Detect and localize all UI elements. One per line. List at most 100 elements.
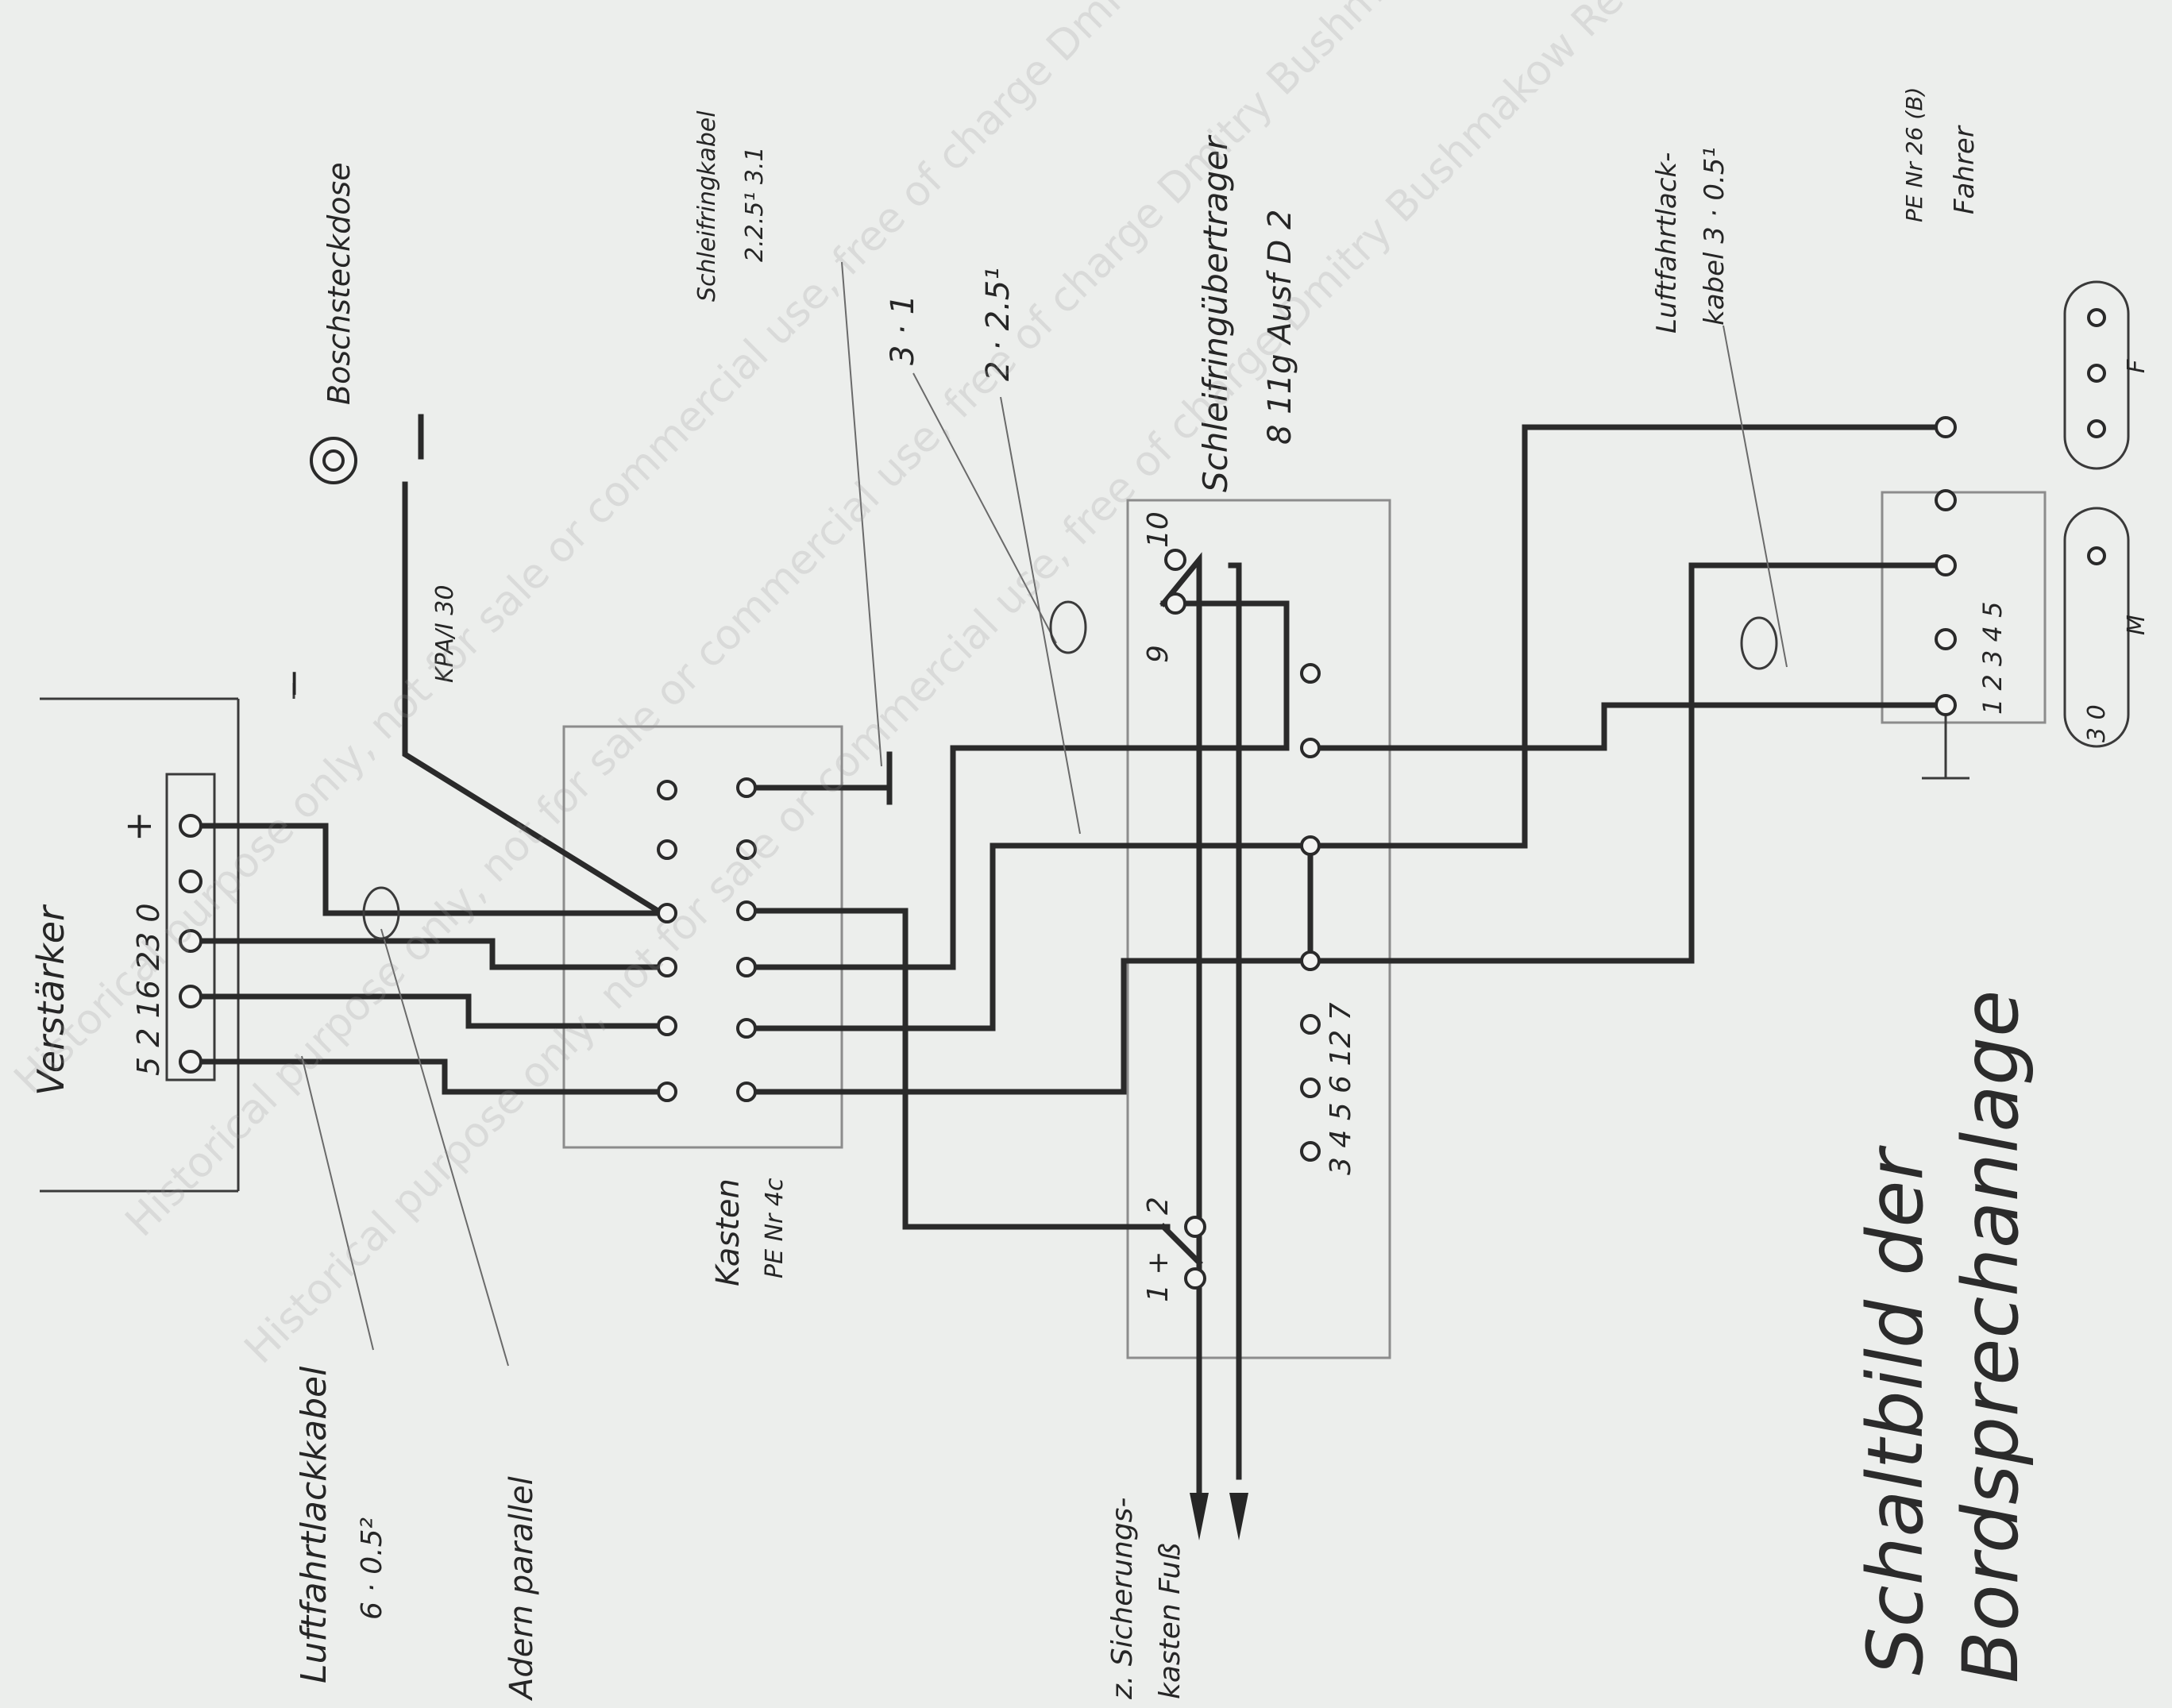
amp-terminal-plus: [179, 814, 203, 838]
plug-m-pin-1: [2087, 546, 2106, 565]
kasten-terminal-l6: [657, 1081, 677, 1102]
plug-f-pin-2: [2087, 364, 2106, 383]
wire-amp-1: [187, 823, 670, 916]
wire-k1-c: [1159, 1223, 1203, 1267]
kasten-terminal-l4: [657, 957, 677, 977]
label-terminal-10: 10: [1142, 511, 1175, 548]
wire-down-1: [1159, 552, 1202, 1305]
label-terminal-1: 1 +: [1142, 1251, 1175, 1302]
leader-luftfahrt-left: [301, 1055, 374, 1351]
kasten-terminal-r2: [736, 839, 757, 860]
kasten-terminal-r5: [736, 1018, 757, 1039]
title-line-2: Bordsprechanlage: [1946, 990, 2035, 1683]
leader-luftfahrt-right: [1723, 325, 1788, 668]
wire-down-2: [1228, 562, 1242, 1480]
label-schleifringkabel-spec: 2.2.5¹ 3.1: [741, 146, 769, 262]
label-plug-m-pins: 3 0: [2083, 704, 2111, 742]
bundle-oval-2: [1049, 600, 1087, 654]
label-fahrer: Fahrer: [1949, 125, 1981, 214]
label-kasten-fuss: kasten Fuß: [1154, 1543, 1186, 1699]
watermark-line-a: Historical purpose only, not for sale or…: [6, 0, 1814, 1103]
schleifring-uebertrager-box: [1126, 499, 1391, 1359]
leader-3-1: [912, 372, 1057, 644]
wire-amp-4: [187, 1058, 670, 1095]
fahrer-terminal-2: [1935, 554, 1957, 576]
wire-f2: [1307, 562, 1949, 964]
fahrer-terminal-3: [1935, 489, 1957, 511]
slipring-terminal-1: [1184, 1267, 1206, 1290]
label-cable-3-1: 3 · 1: [885, 295, 921, 365]
leader-adern: [380, 928, 509, 1367]
fahrer-box: [1881, 491, 2047, 724]
slipring-terminal-5: [1300, 1014, 1321, 1035]
label-adern-parallel: Adern parallel: [503, 1476, 540, 1702]
verstaerker-block: [40, 683, 295, 1193]
kasten-terminal-l1: [657, 780, 677, 800]
wires: [187, 414, 1969, 1540]
kasten-terminal-r1: [736, 777, 757, 798]
bundle-marks: [362, 600, 1778, 940]
label-luftfahrt-left: Luftfahrtlackkabel: [294, 1366, 334, 1683]
leader-schleifringkabel: [841, 261, 882, 767]
wire-f4: [1307, 424, 1949, 849]
fahrer-terminal-1b: [1935, 628, 1957, 650]
label-schleifring-typ: 8 11g Ausf D 2: [1262, 210, 1298, 445]
slipring-terminal-6a: [1300, 835, 1321, 856]
slipring-terminal-7: [1300, 663, 1321, 684]
wire-k1: [743, 908, 1171, 1230]
wire-k2: [743, 600, 1290, 970]
label-plug-f: F: [2123, 359, 2151, 373]
amp-terminal-16: [179, 929, 203, 953]
wire-amp-2: [187, 938, 670, 970]
plug-m-outline: [2063, 507, 2130, 748]
slipring-terminal-6: [1300, 950, 1321, 971]
kasten-terminal-l3: [657, 903, 677, 923]
label-minus-amp: −: [272, 668, 314, 699]
wire-k3: [743, 842, 1314, 1031]
label-terminal-2: 2: [1142, 1197, 1175, 1215]
fahrer-terminal-1: [1935, 694, 1957, 716]
kasten-terminal-r4: [736, 957, 757, 977]
bundle-oval-1: [362, 886, 400, 940]
verstaerker-terminal-strip: [165, 773, 216, 1081]
wire-k4: [743, 958, 1314, 1095]
kasten-terminal-l5: [657, 1016, 677, 1036]
label-plug-m: M: [2123, 615, 2151, 635]
plug-f-pin-3: [2087, 419, 2106, 438]
leaders: [301, 261, 1788, 1367]
wire-bosch: [402, 481, 663, 916]
kasten-terminal-r3: [736, 900, 757, 921]
label-kpa: KPA/I 30: [431, 585, 459, 683]
arrow-1: [1190, 1493, 1209, 1540]
kasten-terminal-l2: [657, 839, 677, 860]
diagram-title: Schaltbild der Bordsprechanlage: [1851, 990, 2035, 1683]
fahrer-terminal-4: [1935, 416, 1957, 438]
label-sicherungs: z. Sicherungs-: [1106, 1498, 1139, 1700]
slipring-terminal-2: [1184, 1216, 1206, 1238]
plug-f-outline: [2063, 280, 2130, 470]
label-kasten-nr: PE Nr 4c: [761, 1178, 789, 1278]
kasten-box: [562, 725, 843, 1149]
arrow-2: [1229, 1493, 1248, 1540]
label-luftfahrt-left-spec: 6 · 0.5²: [356, 1517, 388, 1620]
label-cable-2-25: 2 · 2.5¹: [980, 268, 1017, 381]
label-fahrer-nr: PE Nr 26 (B): [1901, 87, 1927, 222]
labels: Verstärker 5 2 16 23 0 + − Boschsteckdos…: [29, 87, 2151, 1702]
slipring-terminal-4: [1300, 1078, 1321, 1098]
label-schleifringkabel: Schleifringkabel: [693, 110, 721, 302]
kasten-terminal-r6: [736, 1081, 757, 1102]
label-luftfahrt-right: Luftfahrtlack-: [1651, 152, 1683, 334]
label-boschsteckdose: Boschsteckdose: [322, 162, 357, 405]
label-luftfahrt-right-spec: kabel 3 · 0.5¹: [1699, 147, 1730, 326]
bundle-oval-3: [1740, 616, 1778, 670]
label-verstaerker-pins: 5 2 16 23 0: [131, 903, 166, 1076]
bosch-socket-core: [322, 449, 345, 472]
terminals: [179, 308, 2106, 1290]
label-kasten: Kasten: [710, 1178, 747, 1286]
label-verstaerker: Verstärker: [29, 904, 72, 1096]
wire-amp-3: [187, 993, 670, 1029]
amp-terminal-2: [179, 985, 203, 1008]
slipring-terminal-10: [1164, 549, 1186, 571]
